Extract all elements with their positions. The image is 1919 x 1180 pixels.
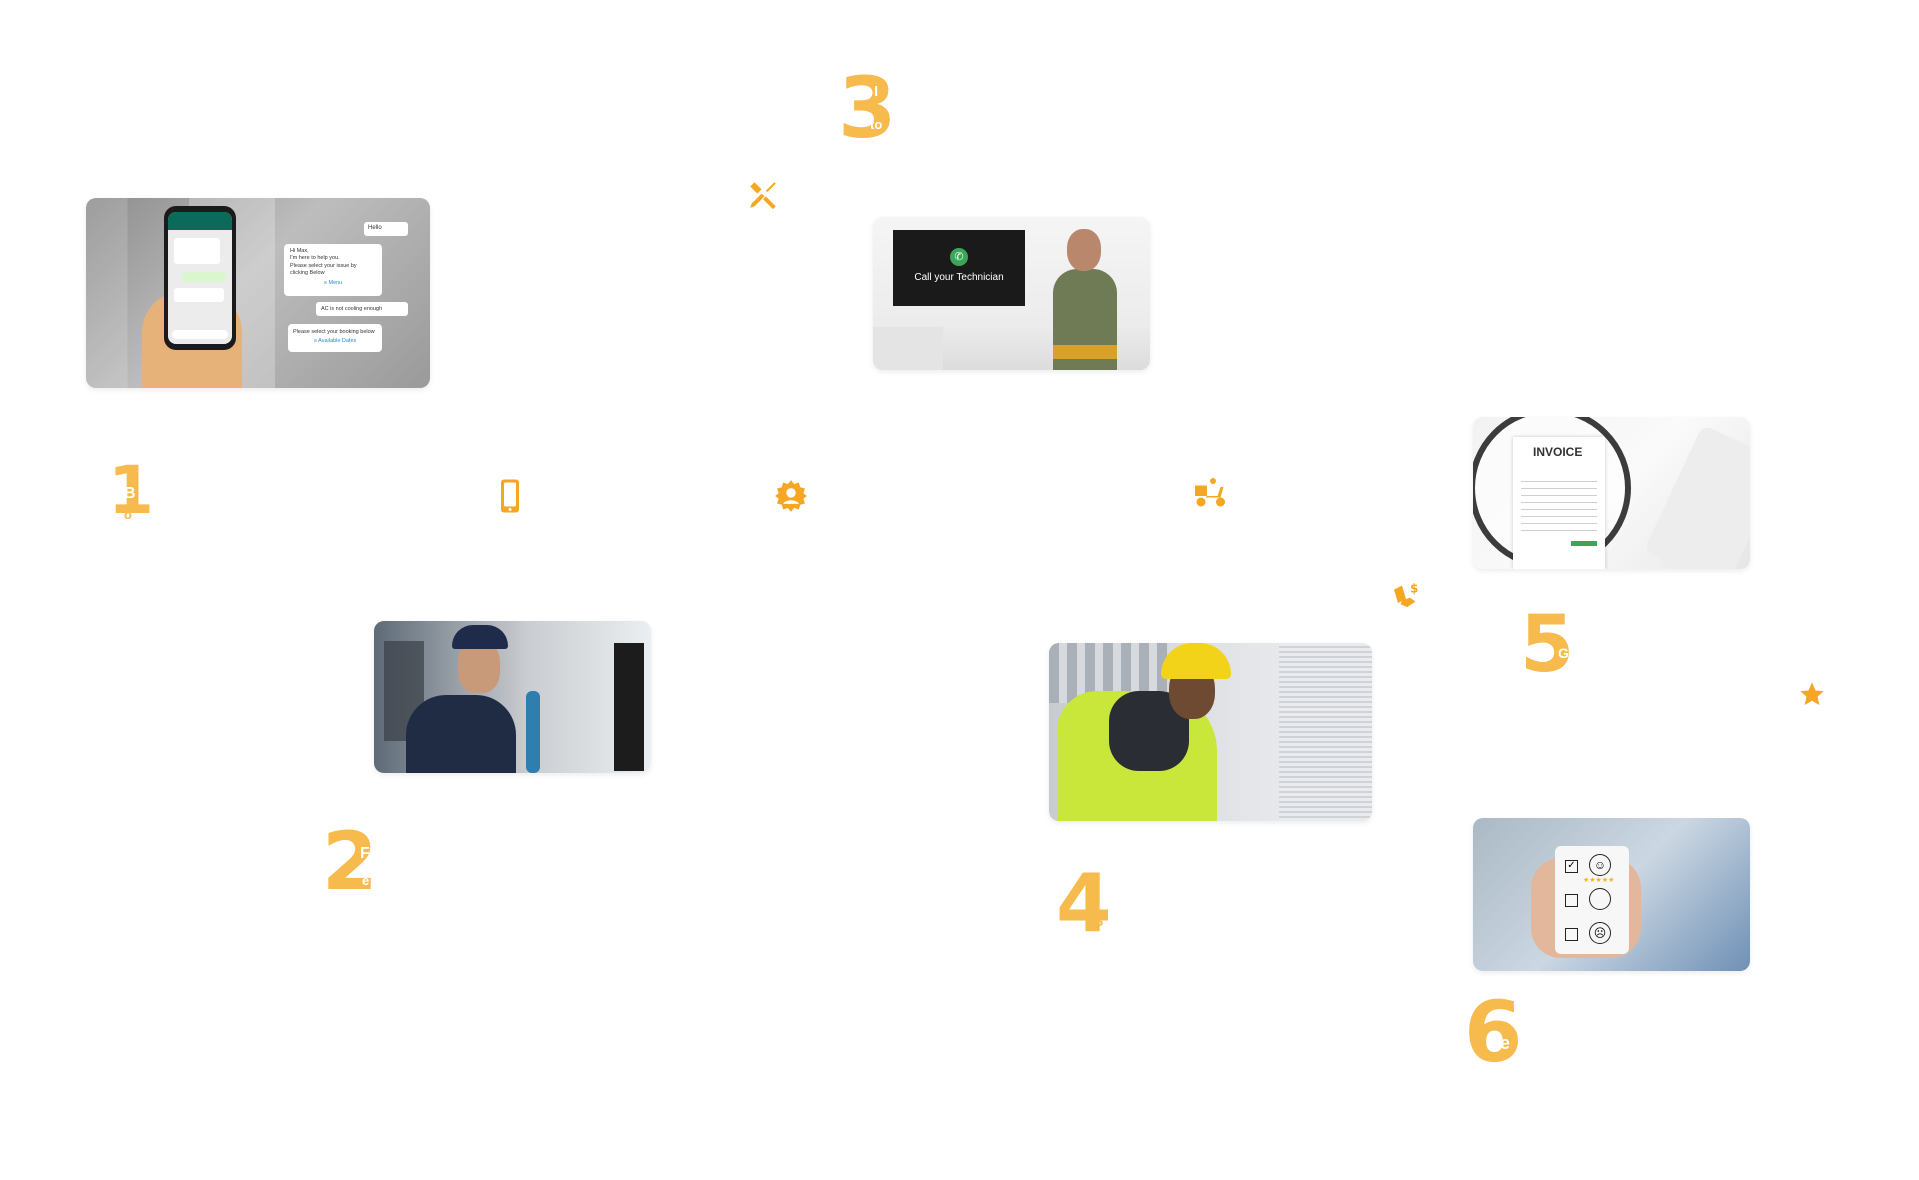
checkbox-checked: ✓: [1565, 860, 1578, 873]
tools-icon: [746, 178, 780, 212]
step-tail-3: I: [874, 83, 879, 100]
call-technician-photo: ✆ Call your Technician: [873, 217, 1150, 370]
happy-face-icon: ☺: [1589, 854, 1611, 876]
tv-screen: ✆ Call your Technician: [893, 230, 1025, 306]
technician-head: [1067, 229, 1101, 271]
step-number-2: 2: [322, 815, 378, 908]
technician-body: [406, 695, 516, 773]
technician-cap: [452, 625, 508, 649]
step-tail-5: G: [1558, 645, 1569, 661]
step-number-1: 1: [108, 452, 154, 529]
phone-call-icon: ✆: [950, 248, 968, 266]
bubble-booking: Please select your booking below ≡ Avail…: [288, 324, 382, 352]
ac-repair-photo: [1049, 643, 1372, 821]
invoice-total: [1571, 541, 1597, 546]
star-icon: [1798, 680, 1826, 708]
step-number-3: 3: [838, 59, 896, 157]
menu-link[interactable]: ≡ Menu: [323, 279, 343, 286]
step-tail-6: e: [1500, 1033, 1511, 1053]
checkbox: [1565, 894, 1578, 907]
mini-bubble: [174, 238, 220, 264]
payment-hand-icon: $: [1390, 579, 1422, 611]
tool-belt: [1053, 345, 1117, 359]
step-number-6: 6: [1464, 983, 1522, 1081]
step-tail-2: F: [360, 845, 370, 862]
neutral-face-icon: [1589, 888, 1611, 910]
mini-input: [172, 330, 228, 339]
monitor: [614, 643, 644, 771]
bubble-intro: Hi Max, I'm here to help you. Please sel…: [284, 244, 382, 296]
bubble-issue: AC is not cooling enough: [316, 302, 408, 316]
feedback-survey-photo: ✓ ☺ ☹ ★★★★★: [1473, 818, 1750, 971]
gear-user-icon: [772, 477, 810, 515]
invoice-photo: INVOICE: [1473, 417, 1750, 569]
invoice-sheet: INVOICE: [1513, 437, 1605, 569]
chat-header-bar: [168, 212, 232, 230]
technician-head: [458, 641, 500, 693]
sad-face-icon: ☹: [1589, 922, 1611, 944]
phone-screen: [168, 212, 232, 344]
step-number-4: 4: [1056, 857, 1112, 950]
step-tail-3b: to: [870, 117, 883, 132]
ac-unit: [1279, 643, 1372, 821]
svg-text:$: $: [1410, 581, 1418, 595]
phone: [164, 206, 236, 350]
step-tail-4: S: [1094, 913, 1104, 929]
step-tail-2b: e: [362, 873, 370, 888]
survey-card: ✓ ☺ ☹ ★★★★★: [1555, 846, 1629, 954]
checkbox: [1565, 928, 1578, 941]
gas-cylinder: [526, 691, 540, 773]
smartphone-icon: [499, 478, 521, 514]
call-label: Call your Technician: [914, 272, 1004, 283]
chat-booking-photo: Hello Hi Max, I'm here to help you. Plea…: [86, 198, 430, 388]
step-tail-1b: o: [124, 507, 132, 522]
bubble-hello: Hello: [364, 222, 408, 236]
available-dates-link[interactable]: ≡ Available Dates: [313, 337, 357, 344]
rating-stars: ★★★★★: [1583, 877, 1615, 884]
sofa: [873, 327, 943, 370]
step-number-5: 5: [1520, 600, 1574, 690]
calculator: [1643, 424, 1750, 569]
invoice-lines: [1521, 477, 1597, 537]
delivery-scooter-icon: [1192, 476, 1228, 510]
mini-bubble: [174, 288, 224, 302]
mini-bubble: [182, 272, 226, 282]
invoice-title: INVOICE: [1533, 445, 1583, 459]
step-tail-1: B: [124, 485, 136, 502]
hard-hat: [1161, 643, 1231, 679]
technician-at-computer-photo: [374, 621, 651, 773]
